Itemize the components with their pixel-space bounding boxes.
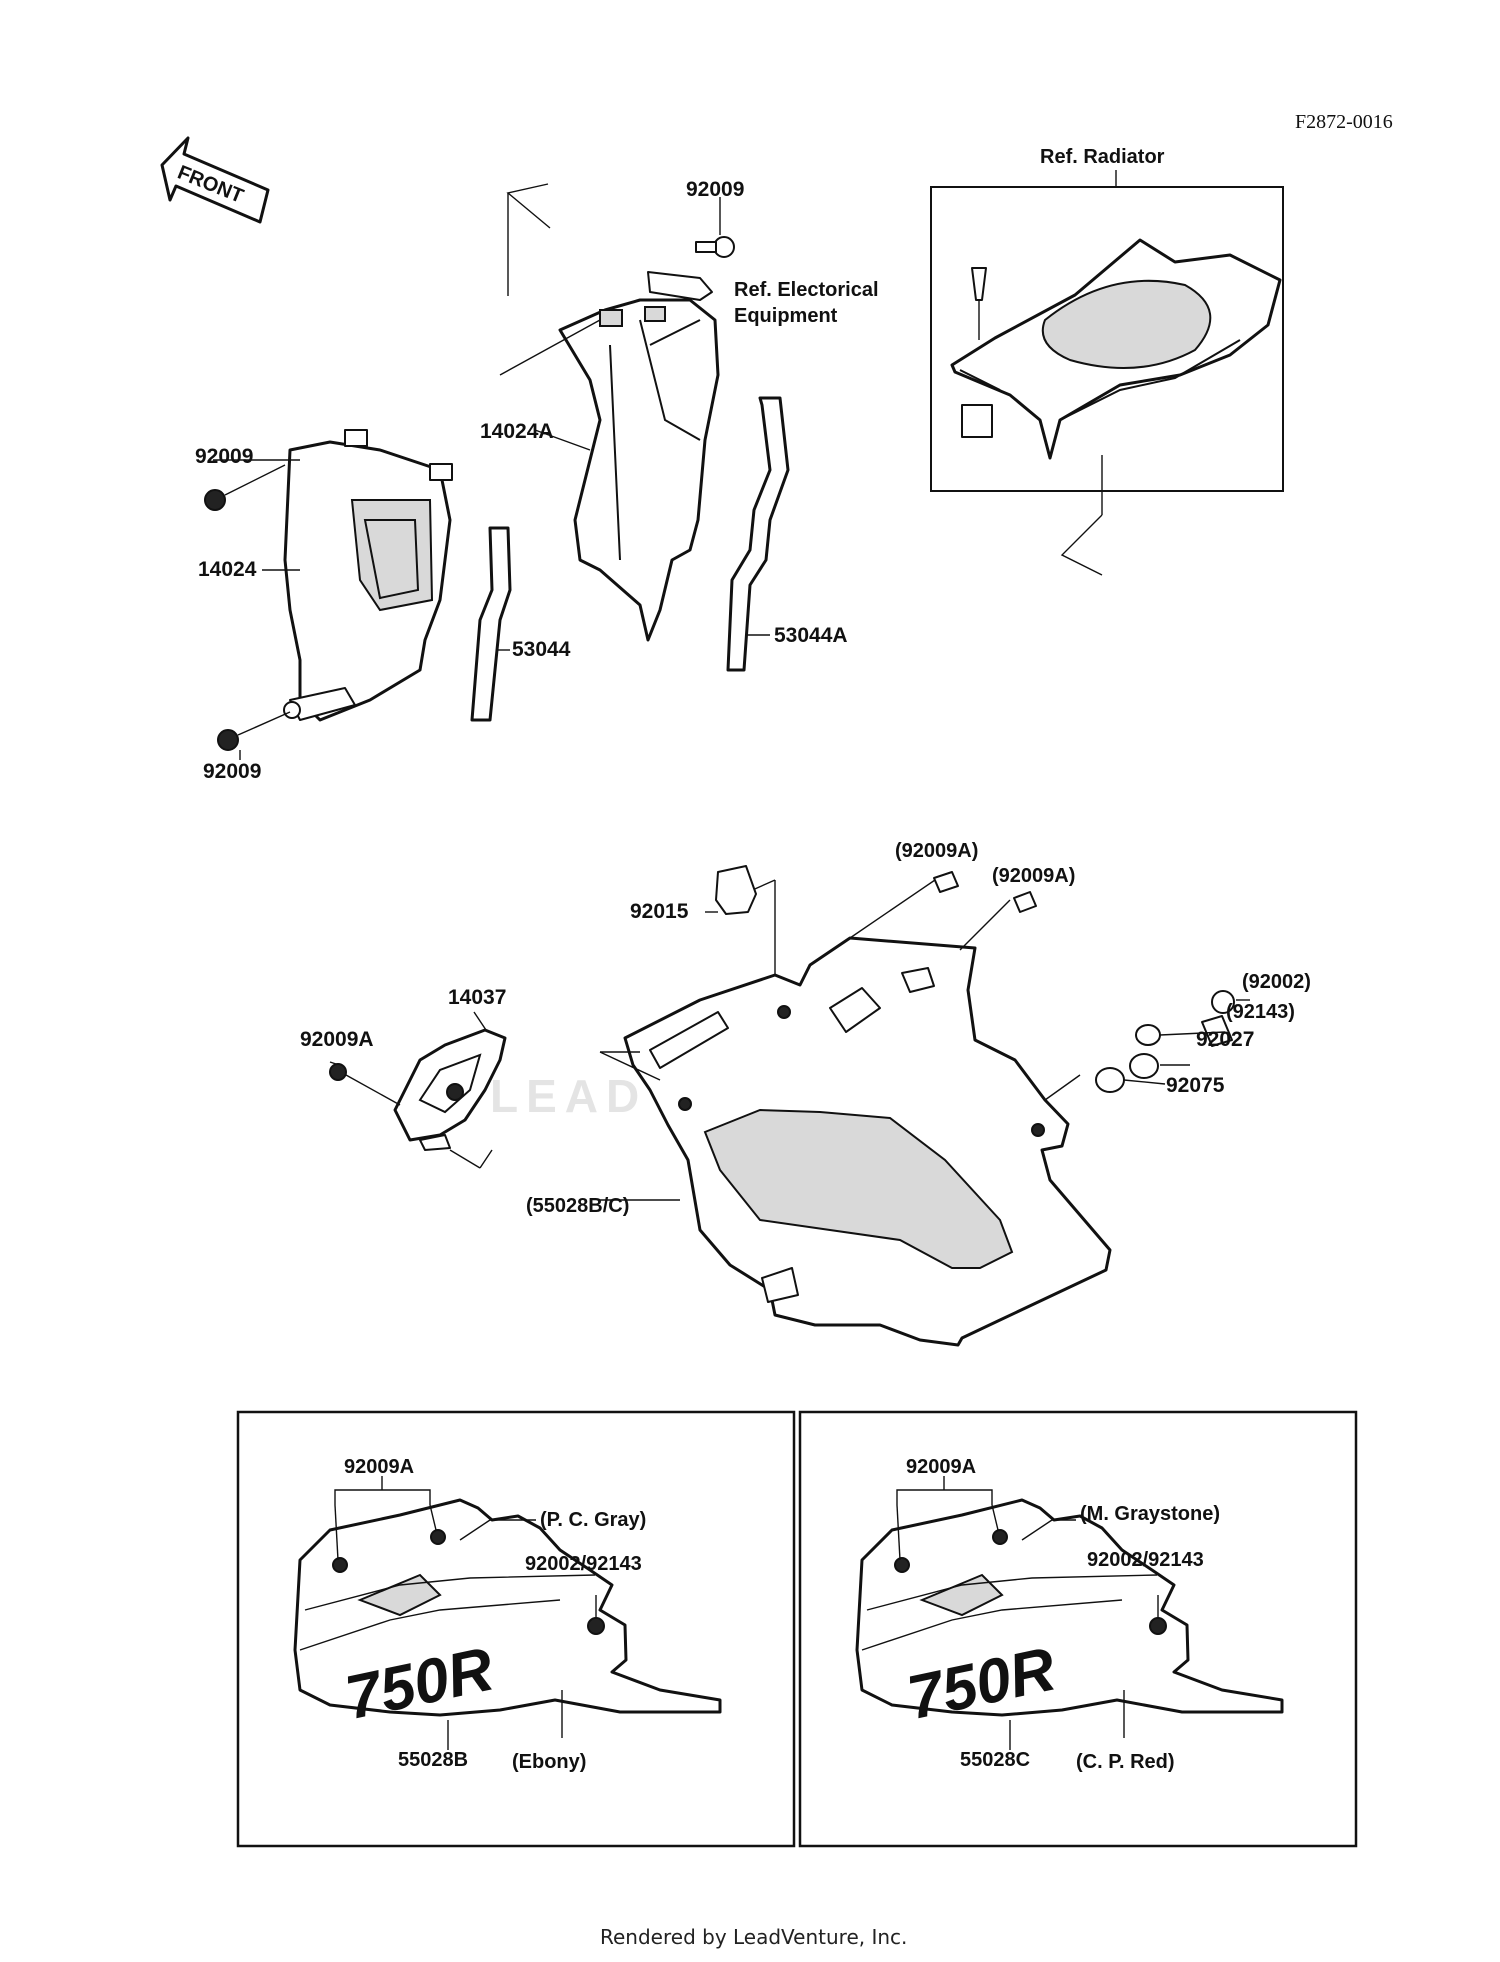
hose-53044A: 53044A [726,396,848,672]
label-c-part: 55028C [960,1749,1030,1771]
label-ref-electrical-1: Ref. Electorical [734,279,879,301]
duct-14024: 92009 14024 92009 [195,429,453,783]
label-92015: 92015 [630,900,689,923]
label-92002-paren: (92002) [1242,971,1311,993]
label-53044: 53044 [512,638,571,661]
radiator-reference-box: Ref. Radiator [930,146,1284,576]
front-arrow-icon: FRONT [160,136,270,224]
label-92027: 92027 [1196,1028,1254,1051]
label-c-color-bottom: (C. P. Red) [1076,1751,1175,1773]
label-92009A-paren-1: (92009A) [895,840,978,862]
label-14024A: 14024A [480,420,554,443]
label-92009A-left: 92009A [300,1028,374,1051]
label-c-fastener: 92009A [906,1456,976,1478]
label-14024: 14024 [198,558,257,581]
label-ref-radiator: Ref. Radiator [1040,146,1165,168]
lower-fairing-assembly [599,879,1112,1347]
variant-box-55028C: 750R 92009A (M. Graystone) 92002/92143 5… [798,1410,1358,1848]
label-92143-paren: (92143) [1226,1001,1295,1023]
label-92009A-paren-2: (92009A) [992,865,1075,887]
label-92009-left: 92009 [195,445,253,468]
label-92009-bottom: 92009 [203,760,261,783]
label-ref-electrical-2: Equipment [734,305,838,327]
fairing-fasteners: (92009A) (92009A) 92015 (92002) (92143) … [630,840,1311,1097]
label-b-color-bottom: (Ebony) [512,1751,586,1773]
label-b-part: 55028B [398,1749,468,1771]
label-c-hardware: 92002/92143 [1087,1549,1204,1571]
figure-id: F2872-0016 [1295,111,1393,133]
label-b-hardware: 92002/92143 [525,1553,642,1575]
label-b-fastener: 92009A [344,1456,414,1478]
label-14037: 14037 [448,986,506,1009]
bracket-14037: 14037 92009A (55028B/C) [300,986,629,1217]
footer-credit: Rendered by LeadVenture, Inc. [600,1925,907,1949]
label-b-color-top: (P. C. Gray) [540,1509,646,1531]
label-92009-top: 92009 [686,178,744,201]
variant-box-55028B: 750R 92009A (P. C. Gray) 92002/92143 550… [236,1410,796,1848]
label-55028BC: (55028B/C) [526,1195,629,1217]
hose-53044: 53044 [470,526,571,722]
label-53044A: 53044A [774,624,848,647]
label-92075: 92075 [1166,1074,1225,1097]
label-c-color-top: (M. Graystone) [1080,1503,1220,1525]
duct-14024A: 92009 Ref. Electorical Equipment 14024A [480,178,879,642]
